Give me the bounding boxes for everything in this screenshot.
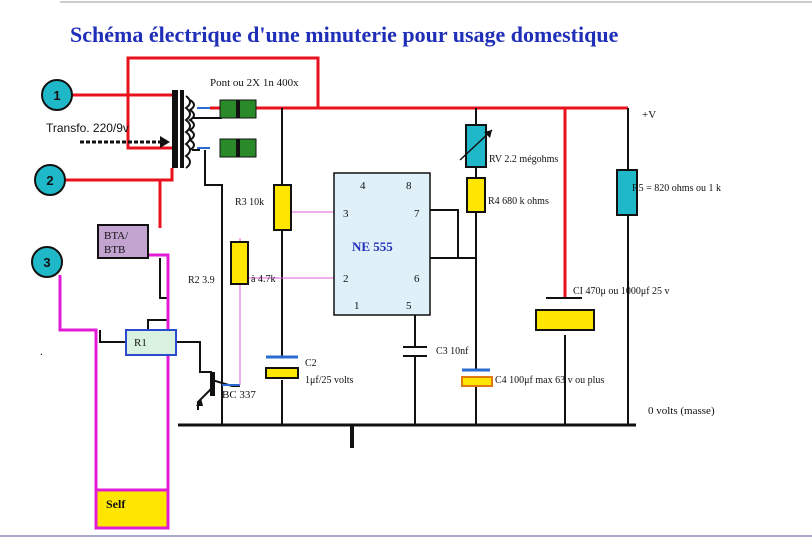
bc337-transistor <box>196 372 215 406</box>
signal-wires <box>239 211 334 385</box>
svg-text:2: 2 <box>46 173 53 188</box>
ne555-chip: NE 555 4 8 3 7 2 6 1 5 <box>333 172 431 316</box>
diode-lower <box>219 138 257 158</box>
transfo-label: Transfo. 220/9v <box>46 121 129 135</box>
svg-text:1: 1 <box>53 88 60 103</box>
pin-2: 2 <box>343 273 349 285</box>
r1-resistor <box>125 329 177 356</box>
svg-text:Self: Self <box>106 497 126 511</box>
ic-name: NE 555 <box>352 239 393 254</box>
blue-wires <box>197 107 240 386</box>
r4-label: R4 680 k ohms <box>488 196 549 207</box>
pin-1: 1 <box>354 300 360 312</box>
diagram-title: Schéma électrique d'une minuterie pour u… <box>70 22 619 47</box>
svg-text:BTB: BTB <box>104 244 125 256</box>
stray-dot: . <box>40 346 43 358</box>
r4-resistor <box>466 177 486 213</box>
c4-label: C4 100μf max 63 v ou plus <box>495 375 604 386</box>
pin-8: 8 <box>406 180 412 192</box>
c3-capacitor <box>403 346 427 357</box>
pin-6: 6 <box>414 273 420 285</box>
r2-value-label: à 4.7k <box>251 274 275 285</box>
r1-label: R1 <box>134 337 147 349</box>
c2-capacitor <box>265 355 299 379</box>
r2-resistor <box>230 241 249 285</box>
pin-5: 5 <box>406 300 412 312</box>
c1-capacitor <box>535 309 595 331</box>
vplus-label: +V <box>642 109 656 121</box>
transfo-arrow <box>80 136 170 148</box>
ground-label: 0 volts (masse) <box>648 405 715 417</box>
power-wires <box>60 56 628 298</box>
c4-capacitor <box>461 368 493 387</box>
c2-label: C2 <box>305 358 317 369</box>
svg-text:3: 3 <box>43 255 50 270</box>
c3-label: C3 10nf <box>436 346 469 357</box>
node-2: 2 <box>34 164 66 196</box>
pin-7: 7 <box>414 208 420 220</box>
c1-label: CI 470μ ou 1000μf 25 v <box>573 286 670 297</box>
rv-label: RV 2.2 mégohms <box>489 154 558 165</box>
diode-upper <box>219 99 257 119</box>
ground-wires <box>99 108 636 448</box>
bridge-label: Pont ou 2X 1n 400x <box>210 77 299 89</box>
r5-label: R5 = 820 ohms ou 1 k <box>632 183 721 194</box>
r2-label: R2 3.9 <box>188 275 215 286</box>
coil-wires <box>58 253 170 490</box>
pin-4: 4 <box>360 180 366 192</box>
r3-resistor <box>273 184 292 231</box>
rv-variable-resistor <box>459 124 493 168</box>
r5-resistor <box>616 169 638 216</box>
transformer <box>172 90 200 169</box>
svg-text:BTA/: BTA/ <box>104 230 129 242</box>
r3-label: R3 10k <box>235 197 264 208</box>
node-1: 1 <box>41 79 73 111</box>
self-coil: Self <box>94 488 170 530</box>
node-3: 3 <box>31 246 63 278</box>
triac-bta-btb: BTA/ BTB <box>97 224 149 259</box>
c2-value-label: 1μf/25 volts <box>305 375 354 386</box>
pin-3: 3 <box>343 208 349 220</box>
transistor-label: BC 337 <box>222 389 256 401</box>
